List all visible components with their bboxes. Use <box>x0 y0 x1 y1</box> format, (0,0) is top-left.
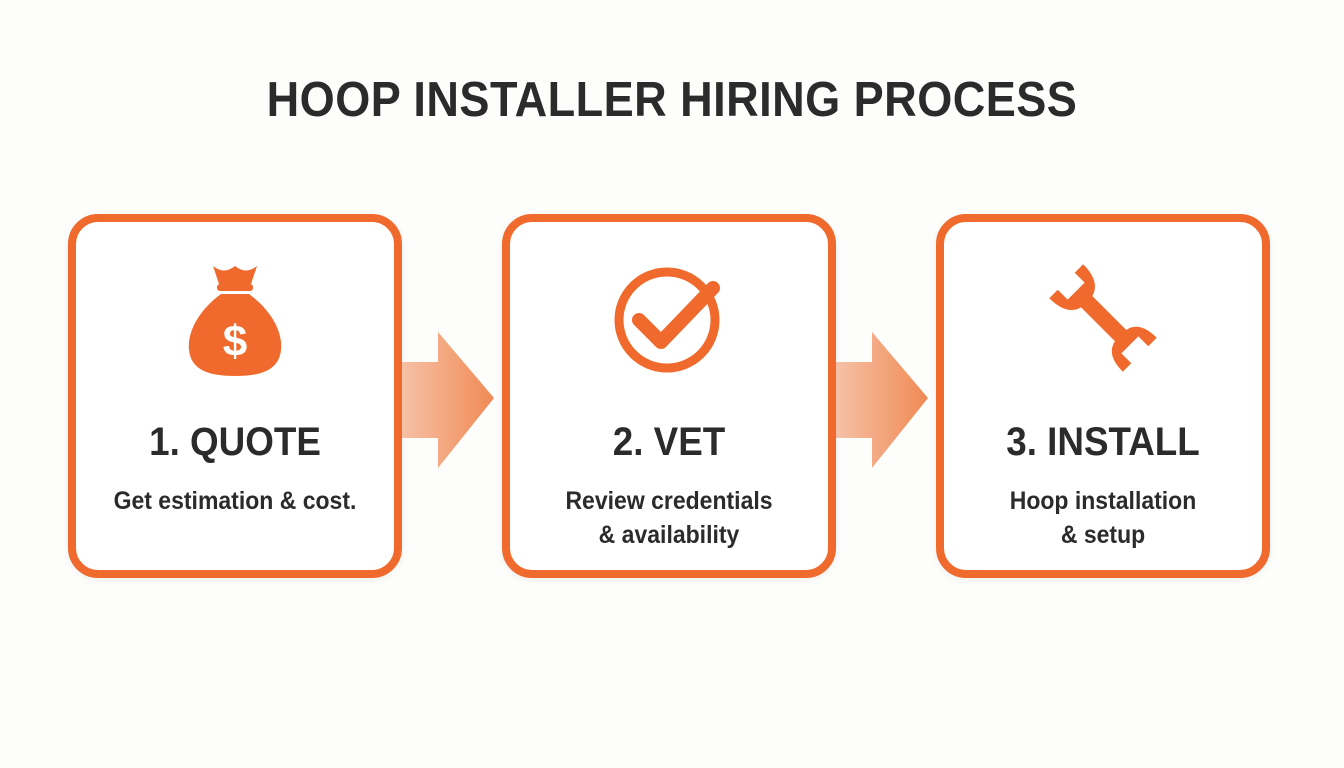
page-title: HOOP INSTALLER HIRING PROCESS <box>266 73 1078 127</box>
step-heading: 1. QUOTE <box>149 420 321 464</box>
arrow-right-icon <box>836 332 928 468</box>
step-card-vet: 2. VET Review credentials & availability <box>502 214 836 578</box>
step-card-install: 3. INSTALL Hoop installation & setup <box>936 214 1270 578</box>
dollar-sign: $ <box>223 317 247 366</box>
step-card-quote: $ 1. QUOTE Get estimation & cost. <box>68 214 402 578</box>
step-heading: 3. INSTALL <box>1006 420 1200 464</box>
step-description: Get estimation & cost. <box>113 487 357 515</box>
checkmark-circle-icon <box>609 258 729 378</box>
step-description: Review credentials & availability <box>565 487 773 549</box>
step-heading: 2. VET <box>612 420 726 464</box>
arrow-right-icon <box>402 332 494 468</box>
step-description: Hoop installation & setup <box>1009 487 1197 549</box>
money-bag-icon: $ <box>175 258 295 378</box>
wrench-icon <box>1043 258 1163 378</box>
